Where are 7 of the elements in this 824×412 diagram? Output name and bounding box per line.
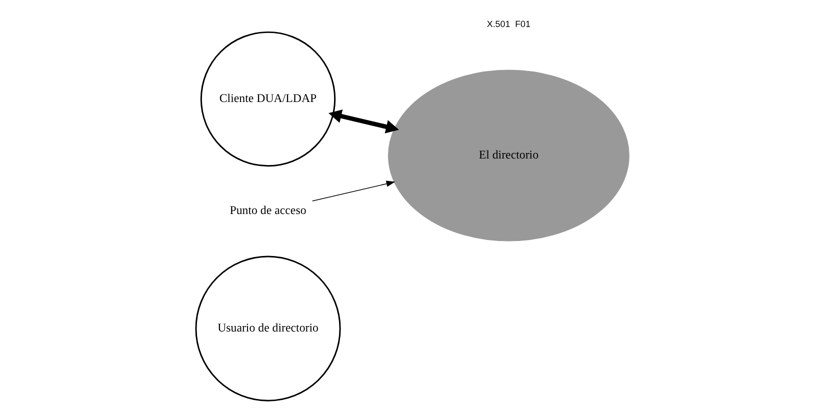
label: X.501 F01 (486, 19, 530, 30)
arrow (311, 180, 395, 202)
node-circle: Cliente DUA/LDAP (200, 31, 336, 167)
node-circle: Usuario de directorio (194, 256, 340, 402)
node-text: Punto de acceso (229, 203, 306, 218)
node-ellipse: El directorio (387, 70, 629, 242)
arrow (328, 110, 398, 134)
